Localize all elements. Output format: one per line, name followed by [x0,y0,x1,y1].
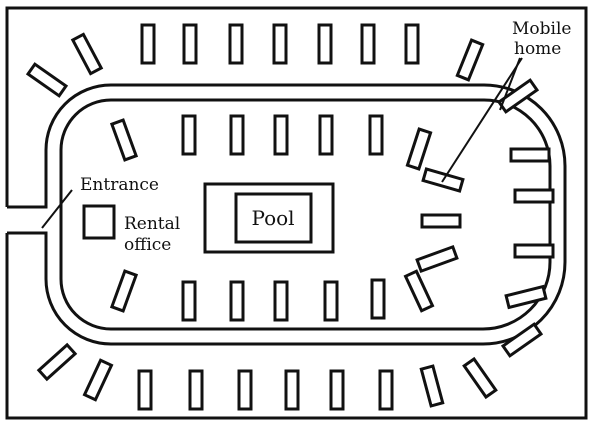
mobile-home-lot [403,269,435,313]
mobile-home-lot [496,78,540,114]
pool-label: Pool [251,206,294,230]
mobile-home-lot [182,23,198,65]
mobile-home-lot [229,280,245,322]
rental-office-label: Rental [124,214,180,234]
mobile-home-lot [137,369,153,411]
entrance-pointer-line [41,189,73,229]
mobile-home-lot [109,118,139,162]
mobile-home-lot [140,23,156,65]
mobile-home-lot [109,269,139,313]
mobile-home-lot [462,356,498,400]
mobile-home-lot [404,23,420,65]
mobile-home-lot [500,322,544,358]
mobile-home-lot [36,342,78,382]
pool [234,192,313,244]
mobile-home-lot [273,280,289,322]
mobile-home-lot [284,369,300,411]
mobile-home-lot [405,127,433,171]
mobile-home-lot [420,213,462,229]
mobile-home-label: home [514,39,561,59]
mobile-home-lot [188,369,204,411]
mobile-home-lot [504,284,548,310]
park-boundary [5,6,588,420]
mobile-home-lot [229,114,245,156]
mobile-home-lot [82,358,114,402]
mobile-home-lot [25,62,69,98]
mobile-home-lot [509,147,551,163]
rental-office-label: office [124,235,171,255]
mobile-home-lot [415,244,459,274]
mobile-home-lot [273,114,289,156]
mobile-home-lot [318,114,334,156]
road-inner-edge [59,98,552,331]
mobile-home-lot [237,369,253,411]
mobile-home-lot [228,23,244,65]
mobile-home-lot [370,278,386,320]
entrance-label: Entrance [80,175,159,195]
road-outer-edge [7,83,567,346]
mobile-home-lot [360,23,376,65]
rental-office-building [82,204,116,240]
mobile-home-lot [513,188,555,204]
mobile-home-lot [368,114,384,156]
mobile-home-lot [329,369,345,411]
mobile-home-lot [455,38,485,82]
mobile-home-lot [378,369,394,411]
mobile-home-lot [70,32,104,76]
mobile-home-lot [181,114,197,156]
mobile-home-lot [181,280,197,322]
mobile-home-lot [272,23,288,65]
mobile-home-lot [513,243,555,259]
mobile-home-label: Mobile [512,19,571,39]
mobile-home-pointer-line [441,57,523,183]
mobile-home-lot [419,364,445,408]
mobile-home-lot [317,23,333,65]
mobile-home-lot [323,280,339,322]
